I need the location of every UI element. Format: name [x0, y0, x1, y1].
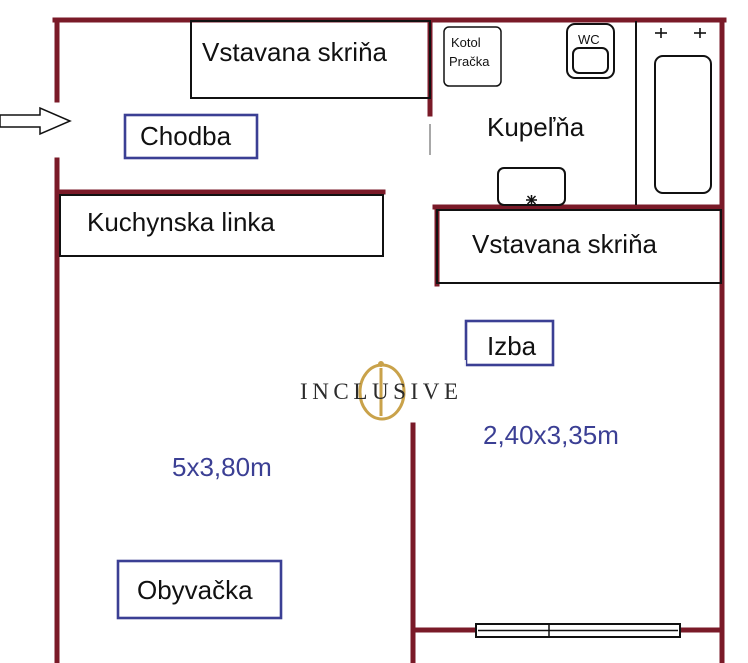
toilet-label: WC: [578, 32, 600, 47]
hallway-closet-box: [190, 20, 431, 99]
logo-emblem-icon: [358, 361, 406, 421]
bathtub-basin: [654, 55, 712, 194]
living-room-label-box: [116, 559, 283, 620]
toilet-seat: [572, 47, 609, 74]
toilet-icon: [566, 23, 615, 79]
living-room-label: Obyvačka: [137, 575, 253, 605]
logo-dot: [378, 361, 384, 367]
hallway-closet-label: Vstavana skriňa: [202, 37, 388, 67]
hallway-label: Chodba: [140, 121, 232, 151]
boiler-label: Kotol: [451, 35, 481, 50]
bathtub-icon: [635, 21, 712, 205]
logo-text: INCLUSIVE: [300, 379, 460, 404]
bedroom-label-box: [464, 319, 555, 367]
sink-icon: [497, 167, 566, 206]
kitchen-counter-label: Kuchynska linka: [87, 207, 275, 237]
logo-watermark: INCLUSIVE: [296, 360, 466, 421]
bedroom-closet-box: [436, 209, 722, 284]
bathroom-label: Kupeľňa: [487, 112, 585, 142]
bedroom-closet-label: Vstavana skriňa: [472, 229, 658, 259]
window-icon: [475, 623, 681, 638]
boiler-washer-box: [443, 26, 502, 87]
hallway-label-box: [123, 113, 259, 160]
entrance-arrow-icon: [0, 106, 72, 136]
living-room-dimensions: 5x3,80m: [172, 452, 272, 482]
bedroom-dimensions: 2,40x3,35m: [483, 420, 619, 450]
bathtub-faucet: [655, 28, 706, 38]
bedroom-label: Izba: [487, 331, 537, 361]
washer-label: Pračka: [449, 54, 490, 69]
sink-drain: [526, 195, 537, 205]
bathroom: Kotol Pračka WC Kupeľňa: [443, 21, 712, 206]
kitchen-counter-box: [59, 194, 384, 257]
